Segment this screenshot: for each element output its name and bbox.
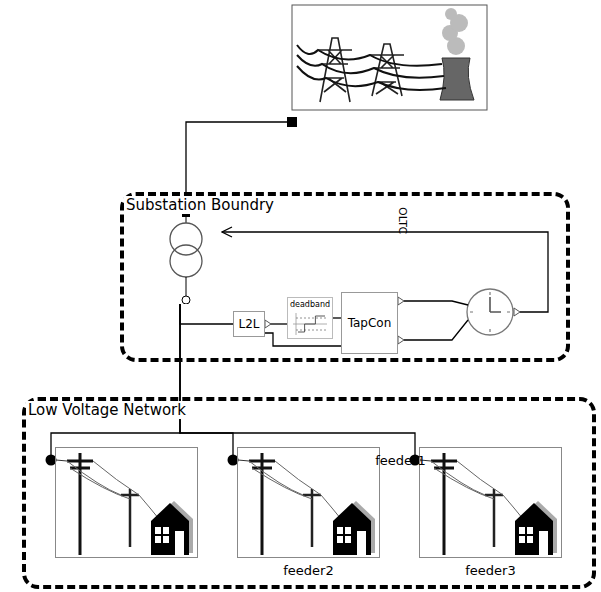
house-window (337, 527, 343, 534)
clock-hands (490, 297, 501, 312)
terminal-wire (186, 217, 187, 223)
output-port (398, 336, 404, 344)
house (515, 503, 553, 555)
power-lines (297, 45, 446, 90)
house-window (539, 531, 548, 555)
output-port (265, 320, 271, 328)
block-label: L2L (238, 317, 259, 331)
connector-line (333, 317, 341, 318)
output-port (514, 308, 520, 316)
house-window (519, 527, 525, 534)
clock-symbol (467, 289, 520, 335)
house-window (345, 527, 351, 534)
output-port (398, 297, 404, 305)
house (333, 503, 371, 555)
feeder-box: feeder3 (419, 447, 562, 558)
overhead-wires (431, 461, 523, 519)
network-band: feeder1feeder2feeder3Low Voltage Network (22, 397, 596, 589)
controller-block: TapCon (341, 292, 398, 354)
utility-pole (121, 489, 139, 547)
house-window (519, 536, 525, 543)
house-window (357, 531, 366, 555)
block-label: deadband (288, 300, 332, 310)
picture-frame (292, 5, 487, 110)
signal-wire (404, 301, 468, 305)
house (151, 503, 189, 555)
secondary-terminal (182, 296, 190, 304)
power-line (297, 55, 444, 78)
boundary-band: OLTC L2L deadbandTapCon Substation Boundry (120, 192, 570, 362)
house-window (337, 536, 343, 543)
plot-axes (293, 313, 327, 335)
feeder-label: feeder2 (238, 563, 379, 579)
feeder-picture (410, 453, 558, 555)
house-window (155, 536, 161, 543)
grid-terminal (287, 117, 297, 127)
feeder-picture (46, 453, 194, 555)
overhead-wires (249, 461, 341, 519)
secondary-winding (170, 245, 202, 277)
house-window (163, 536, 169, 543)
connector-line (180, 304, 237, 460)
house-window (345, 536, 351, 543)
cooling-tower (440, 58, 474, 100)
utility-pole (485, 489, 503, 547)
power-line (297, 45, 442, 66)
drop-wire (56, 460, 67, 461)
terminal-wire (186, 277, 187, 296)
house-window (155, 527, 161, 534)
transformer-drawing (150, 207, 210, 304)
clock-ticks (470, 292, 510, 332)
deadband-curve (298, 316, 325, 332)
house-window (175, 531, 184, 555)
house-window (527, 527, 533, 534)
drop-wire (238, 460, 249, 461)
connector-line (180, 304, 233, 324)
house-window (527, 536, 533, 543)
steam-puff (445, 8, 457, 20)
function-block: L2L (233, 311, 265, 337)
deadband-block: deadband (287, 297, 333, 339)
house-window (163, 527, 169, 534)
feeder-label: feeder1 (330, 453, 471, 469)
transformer-symbol: OLTC (150, 207, 210, 304)
feeder-box: feeder1 (55, 447, 198, 558)
power-plant-picture (292, 5, 487, 110)
signal-wire (404, 320, 468, 340)
steam-cloud (442, 8, 468, 55)
feeder-label: feeder3 (420, 563, 561, 579)
connector-line (51, 304, 180, 460)
overhead-wires (67, 461, 159, 519)
clock-face (467, 289, 513, 335)
block-label: TapCon (348, 316, 392, 330)
feeder-picture (228, 453, 376, 555)
power-line (297, 66, 446, 90)
deadband-plot (292, 312, 328, 336)
utility-pole (303, 489, 321, 547)
feeder-box: feeder2 (237, 447, 380, 558)
region-title: Substation Boundry (124, 196, 276, 214)
region-title: Low Voltage Network (26, 401, 188, 419)
block-label: OLTC (396, 207, 409, 234)
